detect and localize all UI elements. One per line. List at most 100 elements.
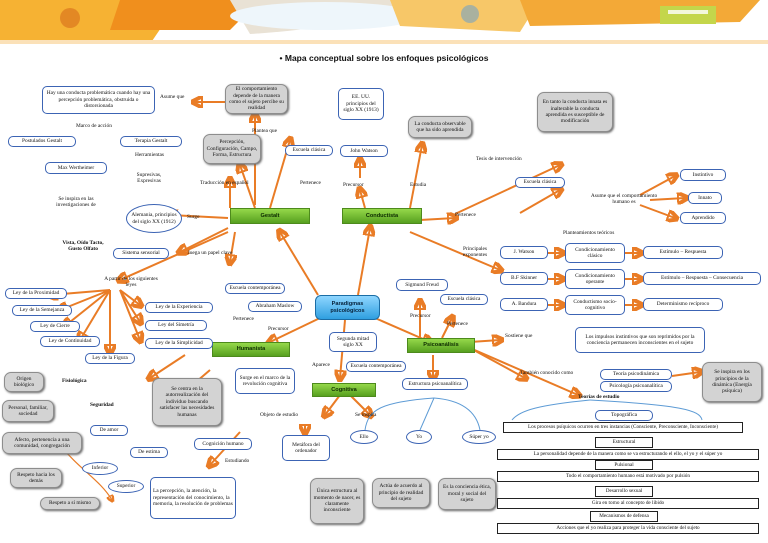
page-title: • Mapa conceptual sobre los enfoques psi… [279,53,489,63]
scheme-er: Estímulo – Respuesta [643,246,723,259]
node-ello: Ello [350,430,378,444]
law-continuidad: Ley de Continuidad [40,336,100,347]
theory-mecanismos-desc: Acciones que el yo realiza para proteger… [497,523,759,534]
theory-desarrollo-sexual: Desarrollo sexual [595,486,653,497]
label-principales: Principales exponentes [462,246,488,259]
label-precursor-psico: Precursor [410,313,431,319]
node-afecto: Afecto, pertenencia a una comunidad, con… [2,432,82,454]
theory-desarrollo-desc: Gira en torno al concepto de libido [497,498,759,509]
node-abraham-maslow: Abraham Maslow [248,301,302,312]
label-teorias-estudio: Teorías de estudio [578,394,620,400]
node-metafora: Metáfora del ordenador [282,435,330,461]
label-precursor-humanista: Precursor [268,326,289,332]
node-escuela-clasica-psico: Escuela clásica [440,294,488,305]
need-de-amor: De amor [90,425,128,436]
label-aparece: Aparece [312,362,330,368]
title-text: Mapa conceptual sobre los enfoques psico… [284,53,489,63]
theory-estructural-desc: La personalidad depende de la manera com… [497,449,759,460]
label-asume-comportamiento: Asume que el comportamiento humano es [590,193,658,206]
law-cierre: Ley de Cierre [30,321,80,332]
theory-pulsional-desc: Todo el comportamiento humano está motiv… [497,471,759,482]
trait-innato: Innato [688,192,722,204]
label-pertenece-humanista: Pertenece [233,316,254,322]
node-percepcion: Percepción, Configuración, Campo, Forma,… [203,134,261,164]
node-conducta-observable: La conducta observable que ha sido apren… [408,116,472,138]
node-impulsos: Los impulsos instintivos que son reprimi… [575,327,705,353]
law-experiencia: Ley de la Experiencia [145,302,213,313]
law-semejanza: Ley de la Semejanza [12,305,72,316]
need-superior: Superior [108,480,144,493]
node-origen-biologico: Origen biológico [4,372,44,392]
law-simetria: Ley del Simetría [145,320,207,331]
node-conducta-innata: En tanto la conducta innata es inalterab… [537,92,613,132]
need-inferior: Inferior [82,462,118,475]
node-escuela-clasica-gestalt: Escuela clásica [285,145,333,156]
theory-topografica: Topográfica [595,410,653,421]
label-objeto-estudio: Objeto de estudio [260,412,299,418]
exponent-bandura: A. Bandura [500,298,548,311]
label-marco-accion: Marco de acción [76,123,112,129]
exponent-watson: J. Watson [500,246,548,259]
label-a-partir: A partir de los siguientes leyes [104,276,158,289]
label-asume-que: Asume que [160,94,185,100]
node-surge-marco: Surge en el marco de la revolución cogni… [235,368,295,394]
node-yo: Yo [406,430,432,444]
hub-gestalt: Gestalt [230,208,310,224]
node-personal-familiar: Personal, familiar, sociedad [2,400,54,422]
node-escuela-contemporanea-hum: Escuela contemporánea [225,283,285,294]
law-figura: Ley de la Figura [85,353,135,364]
label-plantea: Plantea que [252,128,277,134]
label-supresivas: Supresivas, Expresivas [136,172,162,185]
need-seguridad: Seguridad [90,402,114,408]
node-superyo-desc: Es la conciencia ética, moral y social d… [438,478,496,510]
node-escuela-contemporanea-cog: Escuela contemporánea [346,361,406,372]
node-la-percepcion: La percepción, la atención, la represent… [150,477,236,519]
node-segunda-mitad: Segunda mitad siglo XX [329,332,377,352]
need-fisiologica: Fisiológica [62,378,87,384]
node-cognicion-humano: Cognición humano [194,438,252,450]
node-teoria-psicodinamica: Teoría psicodinámica [600,369,672,380]
need-de-estima: De estima [130,447,168,458]
node-sigmund-freud: Sigmund Freud [396,279,448,291]
node-ee-uu: EE. UU. principios del siglo XX (1913) [338,88,384,120]
node-yo-desc: Actúa de acuerdo al principio de realida… [372,478,430,508]
label-se-inspira-cog: Se inspira [355,412,377,418]
node-se-inspira-dinamica: Se inspira en los principios de la dinám… [702,362,762,402]
scheme-determinismo: Determinismo recíproco [643,298,723,311]
node-terapia-gestalt: Terapia Gestalt [120,136,182,147]
law-proximidad: Ley de la Proximidad [5,288,67,299]
theory-topografica-desc: Los procesos psíquicos ocurren en tres i… [503,422,743,433]
label-surge-gestalt: Surge [187,214,200,220]
exponent-skinner: B.F Skinner [500,272,548,285]
label-tesis: Tesis de intervención [476,156,522,162]
hub-humanista: Humanista [212,342,290,357]
theory-mecanismos: Mecanismos de defensa [590,511,658,522]
trait-aprendido: Aprendido [680,212,726,224]
node-superyo: Súper yo [462,430,496,444]
node-escuela-clasica-conductista: Escuela clásica [515,177,565,188]
label-tambien: También conocido como [520,370,574,376]
header-banner [0,0,768,44]
node-respeto-demas: Respeto hacia los demás [10,468,62,488]
cond-operante: Condicionamiento operante [565,269,625,289]
banner-graphic [0,0,768,44]
node-psicologia-psicoanalitica: Psicología psicoanalítica [600,381,672,392]
theory-pulsional: Pulsional [595,460,653,470]
label-precursor-conductista: Precursor [343,182,364,188]
node-respeto-mismo: Respeto a sí mismo [40,497,100,510]
label-pertenece-psico: Pertenece [447,321,468,327]
label-vista: Vista, Oído Tacto, Gusto Olfato [62,240,104,253]
theory-estructural: Estructural [595,437,653,448]
node-postulados: Postulados Gestalt [8,136,76,147]
scheme-erc: Estímulo – Respuesta – Consecuencia [643,272,761,285]
label-se-inspira: Se inspira en las investigaciones de [56,196,96,209]
center-node-paradigmas: Paradigmas psicológicos [315,295,380,320]
node-estructura-psicoanalitica: Estructura psicoanalítica [402,378,468,390]
label-estudia: Estudia [410,182,427,188]
cond-clasico: Condicionamiento clásico [565,243,625,263]
node-john-watson: John Watson [340,145,388,157]
node-max-wertheimer: Max Wertheimer [45,162,107,174]
hub-cognitiva: Cognitiva [312,383,376,397]
hub-psicoanalisis: Psicoanálisis [407,338,475,353]
